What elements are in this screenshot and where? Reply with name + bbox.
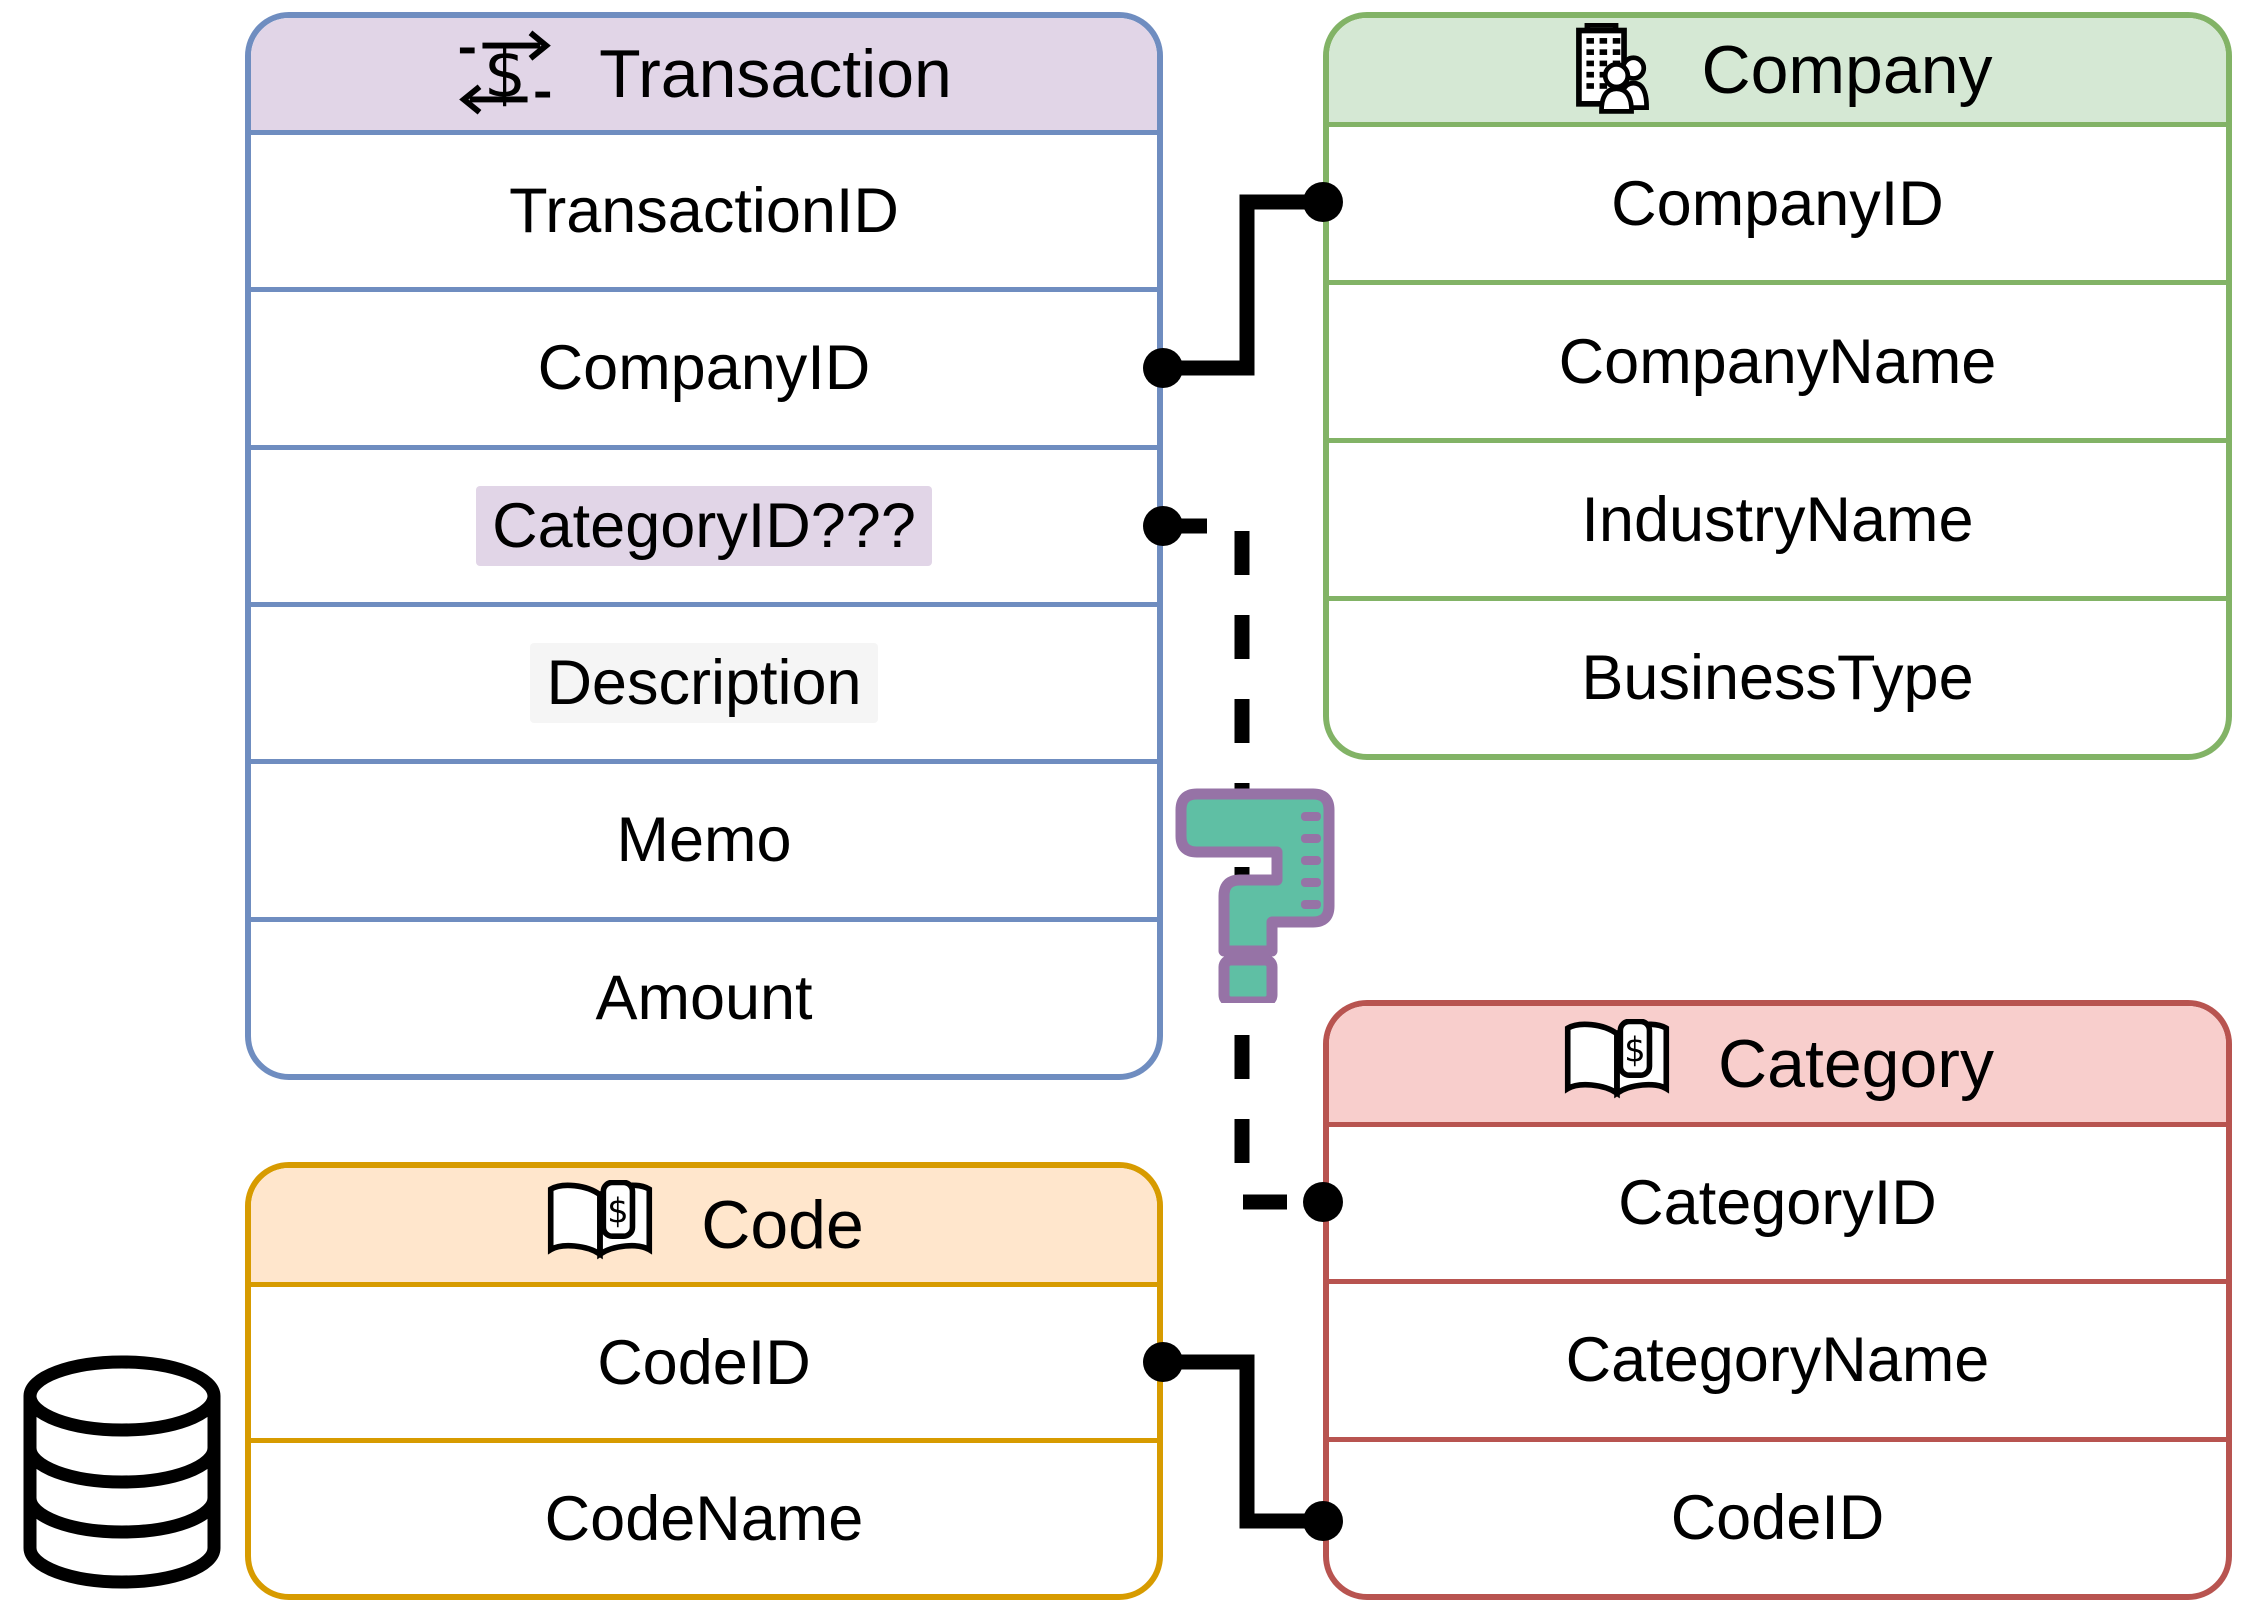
relationship-line-companyid (1163, 194, 1323, 376)
field-label: BusinessType (1581, 642, 1974, 713)
field-label: CodeID (1670, 1482, 1885, 1553)
table-company-header: Company (1329, 18, 2226, 122)
table-code-header: $ Code (251, 1168, 1157, 1282)
field-row-companyid: CompanyID (251, 287, 1157, 444)
field-row-memo: Memo (251, 759, 1157, 916)
field-label: CategoryID (1618, 1168, 1937, 1239)
field-label: Amount (595, 962, 813, 1033)
field-label: CodeID (597, 1327, 811, 1398)
field-row-codename: CodeName (251, 1438, 1157, 1594)
dollar-glyph: $ (1624, 1031, 1645, 1070)
field-row-industryname: IndustryName (1329, 438, 2226, 596)
table-title: Category (1718, 1026, 1994, 1102)
field-label: Memo (616, 805, 792, 876)
ledger-book-dollar-icon: $ (544, 1180, 656, 1270)
field-label: CodeName (544, 1483, 864, 1554)
database-icon (23, 1355, 221, 1589)
field-label: CompanyID (1611, 168, 1944, 239)
field-label: CompanyID (537, 333, 871, 404)
field-row-categoryname: CategoryName (1329, 1279, 2226, 1436)
field-label: IndustryName (1581, 484, 1974, 555)
field-row-categoryid: CategoryID (1329, 1122, 2226, 1279)
field-row-description: Description (251, 601, 1157, 759)
table-transaction-header: $ Transaction (251, 18, 1157, 130)
table-title: Transaction (599, 36, 952, 112)
table-transaction: $ Transaction TransactionID CompanyID Ca… (245, 12, 1163, 1080)
dollar-glyph: $ (607, 1192, 628, 1231)
question-mark-icon (1175, 788, 1335, 1003)
field-label: Description (530, 643, 878, 724)
field-label-highlighted: CategoryID??? (476, 485, 932, 566)
table-category-header: $ Category (1329, 1006, 2226, 1122)
table-company: Company CompanyID CompanyName IndustryNa… (1323, 12, 2232, 760)
relationship-line-codeid (1163, 1354, 1323, 1529)
field-row-transactionid: TransactionID (251, 130, 1157, 287)
field-row-companyid: CompanyID (1329, 122, 2226, 280)
field-label: CompanyName (1558, 326, 1997, 397)
field-label: TransactionID (509, 176, 899, 247)
field-row-companyname: CompanyName (1329, 280, 2226, 438)
money-transfer-icon: $ (456, 25, 554, 123)
table-title: Code (701, 1187, 864, 1263)
field-row-codeid: CodeID (251, 1282, 1157, 1438)
ledger-book-dollar-icon: $ (1561, 1019, 1673, 1109)
field-label: CategoryName (1565, 1325, 1990, 1396)
office-building-people-icon (1562, 23, 1656, 117)
field-row-codeid: CodeID (1329, 1436, 2226, 1594)
field-row-businesstype: BusinessType (1329, 596, 2226, 754)
table-code: $ Code CodeID CodeName (245, 1162, 1163, 1600)
dollar-glyph: $ (484, 35, 526, 113)
field-row-categoryid: CategoryID??? (251, 444, 1157, 602)
table-title: Company (1701, 32, 1993, 108)
table-category: $ Category CategoryID CategoryName CodeI… (1323, 1000, 2232, 1600)
field-row-amount: Amount (251, 916, 1157, 1074)
